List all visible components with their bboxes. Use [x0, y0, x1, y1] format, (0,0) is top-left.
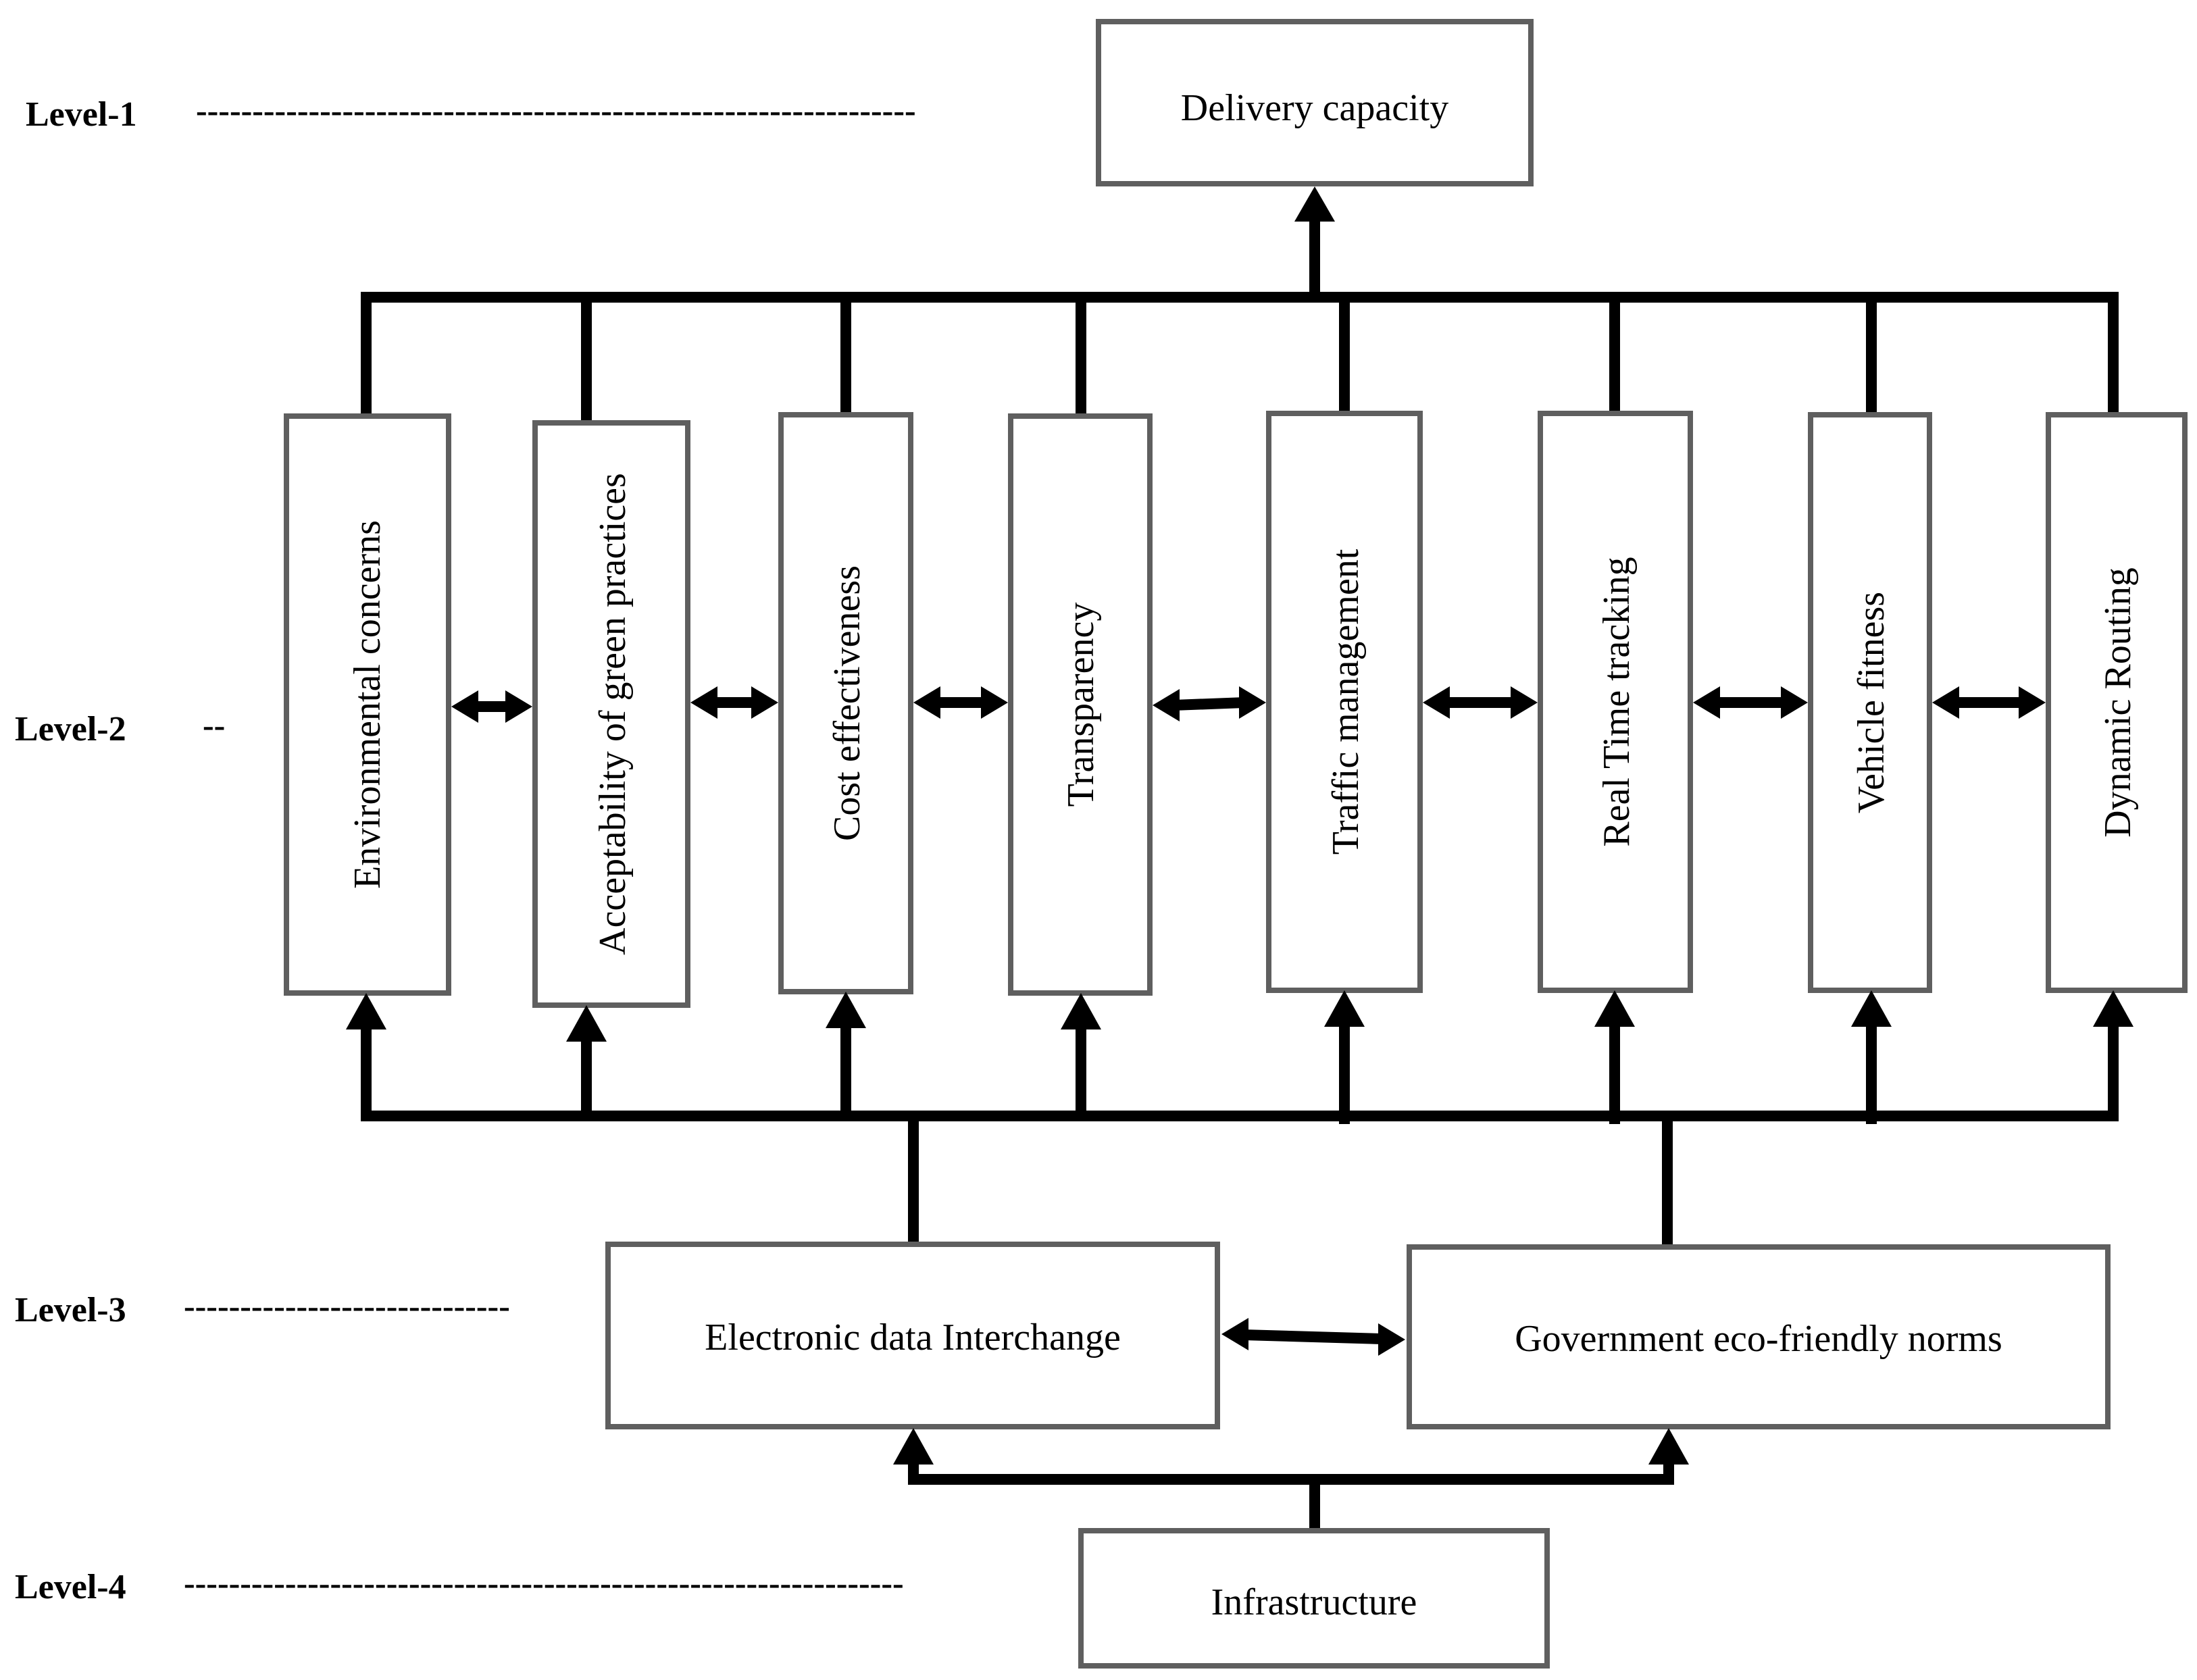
- level-1-dashes: ----------------------------------------…: [196, 91, 916, 129]
- node-vehicle-fitness: [1808, 412, 1932, 993]
- level-4-dashes: ----------------------------------------…: [184, 1564, 904, 1602]
- node-acceptability-of-green-practices: [532, 420, 690, 1008]
- node-delivery-capacity: [1096, 19, 1534, 186]
- node-electronic-data-interchange-label: Electronic data Interchange: [705, 1317, 1121, 1358]
- double-arrow-7: [1932, 686, 2046, 719]
- node-infrastructure: [1078, 1528, 1550, 1669]
- lower-bus-connector: [361, 1021, 2119, 1246]
- node-government-eco-friendly-norms-label: Government eco-friendly norms: [1515, 1318, 2002, 1360]
- level-2-label: Level-2: [15, 710, 126, 748]
- node-environmental-concerns-label: Environmental concerns: [347, 520, 388, 889]
- arrowhead-to-transparency: [1061, 993, 1101, 1029]
- node-acceptability-of-green-practices-label: Acceptability of green practices: [592, 473, 634, 955]
- arrowhead-to-dynamic-routing: [2093, 990, 2133, 1027]
- node-government-eco-friendly-norms: [1407, 1244, 2111, 1429]
- node-dynamic-routing: [2046, 412, 2188, 993]
- arrowhead-to-cost-effectiveness: [826, 992, 866, 1028]
- double-arrow-6: [1693, 686, 1808, 719]
- arrowhead-to-real-time-tracking: [1594, 990, 1635, 1027]
- level-3-dashes: -----------------------------: [184, 1287, 510, 1325]
- infrastructure-connector: [908, 1455, 1674, 1533]
- node-environmental-concerns: [284, 413, 451, 996]
- node-cost-effectiveness-label: Cost effectiveness: [826, 565, 868, 841]
- arrowhead-to-vehicle-fitness: [1851, 990, 1892, 1027]
- double-arrow-1: [451, 690, 532, 723]
- node-transparency-label: Transparency: [1060, 603, 1102, 807]
- arrowhead-to-electronic-data-interchange: [893, 1428, 934, 1465]
- arrowhead-to-acceptability-of-green-practices: [566, 1005, 607, 1042]
- double-arrow-level-3: [1221, 1318, 1405, 1356]
- arrowhead-to-traffic-management: [1324, 990, 1365, 1027]
- node-electronic-data-interchange: [605, 1242, 1220, 1429]
- node-traffic-management-label: Traffic management: [1325, 549, 1367, 855]
- node-transparency: [1008, 413, 1153, 996]
- node-traffic-management: [1266, 411, 1423, 993]
- node-real-time-tracking: [1538, 411, 1693, 993]
- node-infrastructure-label: Infrastructure: [1211, 1581, 1417, 1623]
- level-4-label: Level-4: [15, 1568, 126, 1606]
- node-cost-effectiveness: [778, 412, 913, 994]
- level-1-label: Level-1: [26, 95, 137, 134]
- arrowhead-to-delivery-capacity: [1294, 186, 1335, 222]
- node-dynamic-routing-label: Dynamic Routing: [2097, 567, 2139, 838]
- double-arrow-3: [913, 686, 1008, 719]
- level-3-label: Level-3: [15, 1291, 126, 1329]
- arrowhead-to-government-eco-friendly-norms: [1648, 1428, 1689, 1465]
- double-arrow-5: [1423, 686, 1538, 719]
- level-2-dashes: --: [203, 706, 225, 744]
- node-delivery-capacity-label: Delivery capacity: [1181, 87, 1448, 129]
- double-arrow-2: [690, 686, 778, 719]
- node-vehicle-fitness-label: Vehicle fitness: [1850, 592, 1892, 813]
- top-bus-connector: [361, 212, 2119, 424]
- node-real-time-tracking-label: Real Time tracking: [1596, 557, 1638, 846]
- double-arrow-4: [1153, 686, 1266, 721]
- arrowhead-to-environmental-concerns: [346, 993, 386, 1029]
